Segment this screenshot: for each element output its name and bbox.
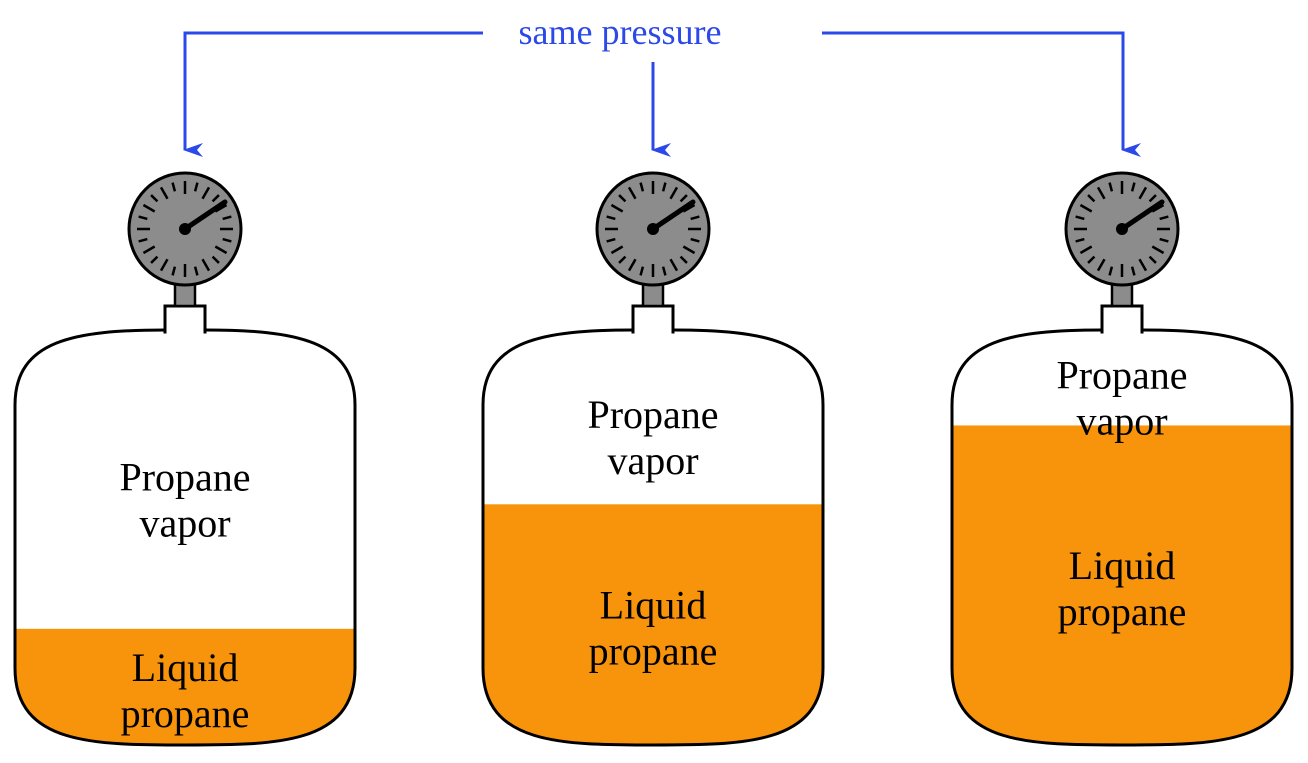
- caption-same-pressure: same pressure: [519, 12, 722, 52]
- tank-neck: [631, 304, 675, 334]
- vapor-label-line2: vapor: [607, 438, 698, 483]
- liquid-label-line1: Liquid: [132, 645, 239, 690]
- gauge-pivot: [647, 223, 659, 235]
- liquid-propane-fill: [15, 628, 355, 745]
- vapor-label-line1: Propane: [119, 454, 250, 499]
- tank-outline: [481, 328, 825, 747]
- connector-line-left: [183, 31, 483, 157]
- gauge-stem: [173, 282, 197, 308]
- connector-line-right: [822, 31, 1141, 157]
- gauge-needle: [1119, 199, 1165, 232]
- liquid-label-line2: propane: [121, 691, 250, 736]
- liquid-label-line2: propane: [1058, 589, 1187, 634]
- vapor-label-line2: vapor: [139, 500, 230, 545]
- tank-outline: [13, 328, 357, 747]
- gauge-ticks: [605, 181, 701, 277]
- liquid-propane-fill: [952, 425, 1292, 745]
- gauge-needle: [182, 199, 228, 232]
- liquid-label-line1: Liquid: [1069, 543, 1176, 588]
- vapor-label-line1: Propane: [587, 392, 718, 437]
- tanks-group: PropanevaporLiquidpropanePropanevaporLiq…: [13, 171, 1294, 747]
- gauge-needle: [650, 199, 696, 232]
- liquid-label-line1: Liquid: [600, 583, 707, 628]
- vapor-label-line1: Propane: [1056, 353, 1187, 398]
- liquid-propane-fill: [483, 504, 823, 745]
- gauge-ticks: [137, 181, 233, 277]
- gauge-ticks: [1074, 181, 1170, 277]
- gauge-stem: [1110, 282, 1134, 308]
- tank-outline: [950, 328, 1294, 747]
- pressure-gauge-icon: [1064, 171, 1180, 287]
- tank-neck: [163, 304, 207, 334]
- tank-neck: [1100, 304, 1144, 334]
- vapor-label-line2: vapor: [1076, 399, 1167, 444]
- gauge-pivot: [1116, 223, 1128, 235]
- liquid-label-line2: propane: [589, 629, 718, 674]
- pressure-gauge-icon: [595, 171, 711, 287]
- gauge-stem: [641, 282, 665, 308]
- gauge-pivot: [179, 223, 191, 235]
- pressure-gauge-icon: [127, 171, 243, 287]
- pressure-connector: same pressure: [183, 12, 1141, 157]
